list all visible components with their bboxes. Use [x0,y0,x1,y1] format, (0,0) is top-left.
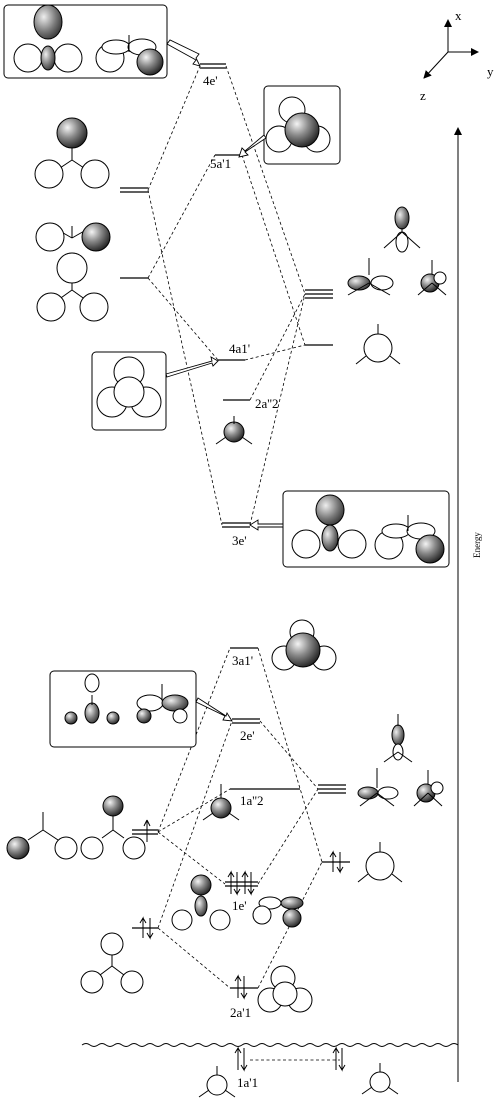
correlation-lines [147,65,340,1061]
orbital-box-3e [282,490,450,568]
level-label-2e: 2e' [240,728,255,743]
level-label-2a1: 2a'1 [230,1005,251,1020]
level-label-4e: 4e' [203,73,218,88]
level-label-5a1: 5a'1 [210,156,231,171]
level-label-1a1: 1a'1 [237,1075,258,1090]
electron-spins [139,819,346,1072]
level-label-1a2: 1a''2 [240,793,263,808]
level-label-4a1: 4a1' [229,341,250,356]
box-arrow-4a1 [165,356,219,378]
level-label-2a2: 2a''2 [255,396,278,411]
right-ligand-levels [305,289,350,863]
axis-break-line [81,1043,459,1047]
box-arrow-3e [249,519,284,531]
orbital-box-5a1 [263,85,341,165]
orbital-box-4a1 [91,351,167,431]
level-label-3e: 3e' [232,533,247,548]
orbital-box-4e [3,4,168,79]
left-atomic-levels [120,187,158,929]
axes-triad: x y z [420,8,494,103]
right-orbital-pictures [171,206,447,1098]
box-arrow-4e [166,39,201,67]
spin-up-icon [143,819,151,842]
level-label-1e: 1e' [232,898,247,913]
energy-axis: Energy [454,127,482,1082]
level-label-3a1: 3a1' [232,653,253,668]
molecular-orbital-levels: 4e' 5a'1 4a1' 2a''2 3e' 3a1' 2e' 1a''2 1… [200,63,300,1090]
box-arrow-5a1 [238,134,267,158]
axis-label-y: y [487,64,494,79]
axis-label-z: z [420,88,426,103]
axis-label-x: x [455,8,462,23]
box-arrow-2e [195,697,233,722]
energy-axis-label: Energy [472,532,482,558]
left-orbital-pictures [6,117,146,994]
orbital-box-2e [49,670,197,748]
